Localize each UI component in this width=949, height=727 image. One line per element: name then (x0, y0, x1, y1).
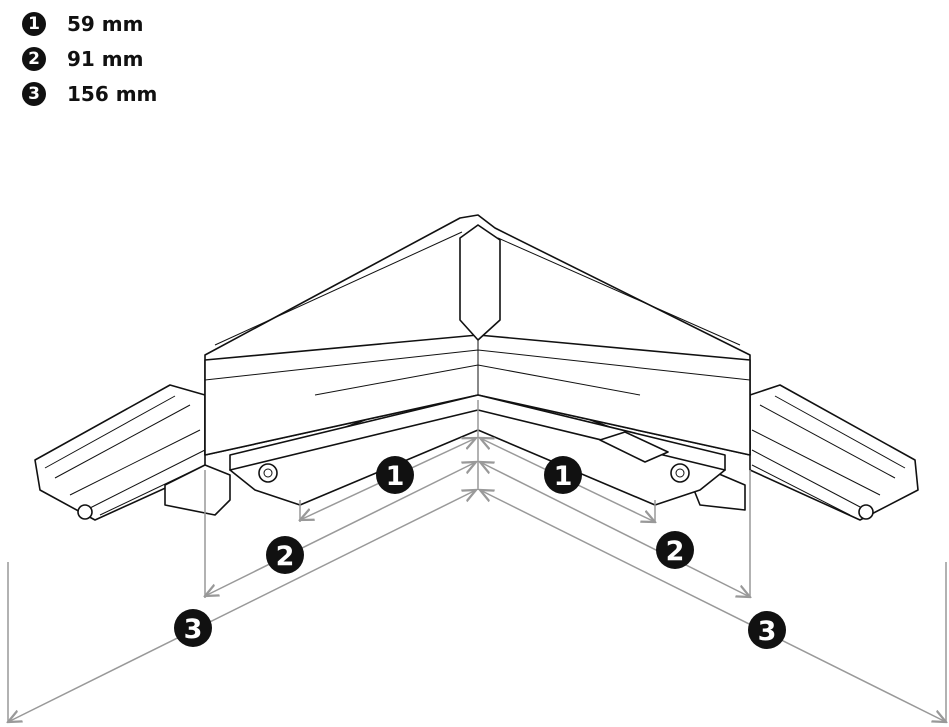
marker-2-left: 2 (266, 536, 304, 574)
legend-row-2: 2 91 mm (22, 41, 157, 76)
svg-text:3: 3 (758, 616, 777, 647)
marker-3-left: 3 (174, 609, 212, 647)
marker-1-left: 1 (376, 456, 414, 494)
legend-row-1: 1 59 mm (22, 6, 157, 41)
legend-value: 59 mm (67, 11, 144, 36)
dimension-lines (8, 438, 946, 722)
legend-value: 156 mm (67, 81, 158, 106)
dimension-markers: 1 1 2 2 3 3 (174, 456, 786, 649)
svg-text:1: 1 (386, 461, 405, 492)
left-track-rail (34, 384, 231, 521)
marker-badge: 2 (22, 46, 46, 71)
svg-text:2: 2 (276, 541, 295, 572)
svg-text:1: 1 (554, 461, 573, 492)
svg-text:2: 2 (666, 536, 685, 567)
svg-text:3: 3 (184, 614, 203, 645)
marker-3-right: 3 (748, 611, 786, 649)
marker-badge: 3 (22, 81, 46, 106)
marker-badge: 1 (22, 11, 46, 36)
marker-2-right: 2 (656, 531, 694, 569)
screw-icon (670, 463, 690, 483)
legend-row-3: 3 156 mm (22, 76, 157, 111)
legend-value: 91 mm (67, 46, 144, 71)
dimension-legend: 1 59 mm 2 91 mm 3 156 mm (22, 6, 157, 111)
marker-1-right: 1 (544, 456, 582, 494)
screw-icon (258, 463, 278, 483)
